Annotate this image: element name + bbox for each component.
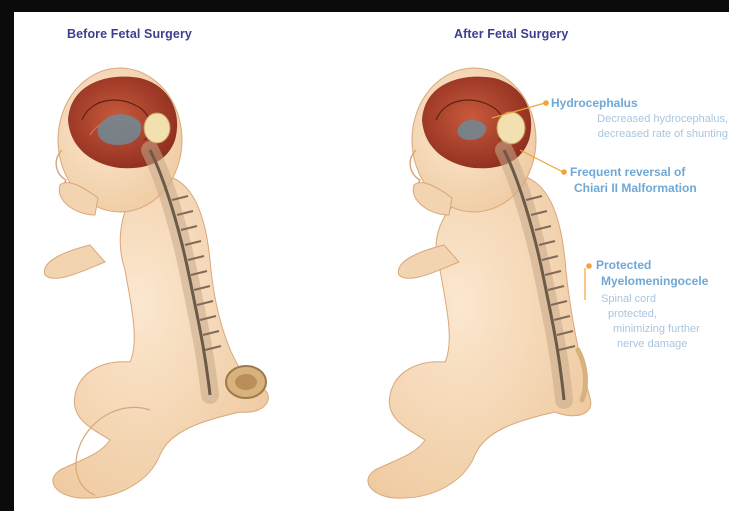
callout-hydrocephalus-desc-1: Decreased hydrocephalus, <box>597 112 728 127</box>
callout-myelo-desc-4: nerve damage <box>617 337 687 352</box>
leader-dot-myelo <box>587 264 591 268</box>
callout-myelo-title-2: Myelomeningocele <box>601 274 708 289</box>
callout-myelo-desc-2: protected, <box>608 307 657 322</box>
callout-myelo-desc-1: Spinal cord <box>601 292 656 307</box>
heading-after: After Fetal Surgery <box>454 27 568 41</box>
callout-myelo-desc-3: minimizing further <box>613 322 700 337</box>
callout-chiari-title-1: Frequent reversal of <box>570 165 685 180</box>
leader-dot-chiari <box>562 170 566 174</box>
callout-myelo-title-1: Protected <box>596 258 651 273</box>
callout-hydrocephalus-title: Hydrocephalus <box>551 96 638 111</box>
fetus-after-illustration <box>368 68 591 498</box>
callout-hydrocephalus-desc-2: decreased rate of shunting <box>598 127 728 142</box>
fetus-before-illustration <box>44 68 268 498</box>
leader-dot-hydrocephalus <box>544 101 548 105</box>
heading-before: Before Fetal Surgery <box>67 27 192 41</box>
callout-chiari-title-2: Chiari II Malformation <box>574 181 697 196</box>
